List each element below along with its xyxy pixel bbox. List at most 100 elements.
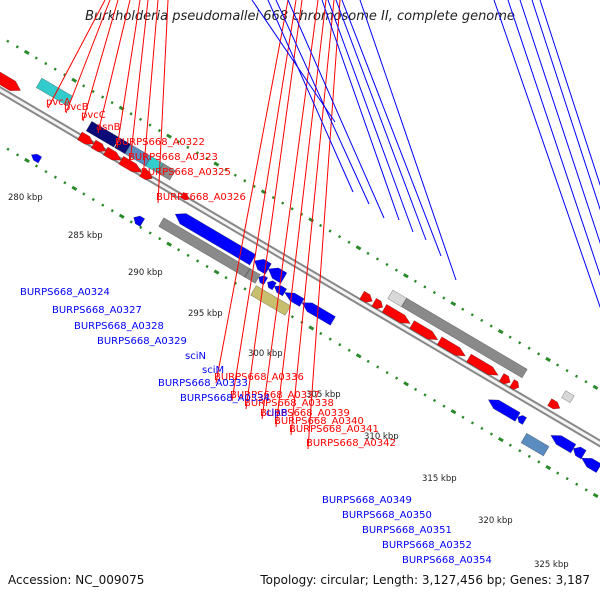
gene-label-forward: BURPS668_A0336 <box>214 372 304 383</box>
gene-blue <box>174 213 257 266</box>
leader-line <box>290 0 335 436</box>
gene-label-reverse: BURPS668_A0324 <box>20 287 110 298</box>
gene-red <box>118 155 143 173</box>
tick-inner <box>129 220 133 224</box>
tick-outer <box>252 184 256 189</box>
tick-inner <box>403 381 410 387</box>
gene-blue <box>254 258 272 275</box>
tick-inner <box>470 421 475 425</box>
tick-outer <box>480 318 484 323</box>
leader-line <box>97 0 131 134</box>
tick-inner <box>385 370 389 375</box>
scale-label: 315 kbp <box>422 474 457 484</box>
gene-label-forward: BURPS668_A0325 <box>141 167 231 178</box>
tick-inner <box>91 197 95 202</box>
tick-outer <box>555 363 560 367</box>
tick-inner <box>118 213 125 219</box>
tick-outer <box>413 279 417 283</box>
leader-line <box>287 0 385 219</box>
tick-inner <box>413 387 418 391</box>
scale-label: 300 kbp <box>248 349 283 359</box>
gene-label-reverse: BURPS668_A0333 <box>158 378 248 389</box>
tick-inner <box>213 269 220 275</box>
tick-inner <box>556 471 560 475</box>
tick-outer <box>6 39 10 43</box>
tick-inner <box>575 482 579 486</box>
tick-outer <box>195 151 199 155</box>
tick-outer <box>148 123 152 127</box>
tick-outer <box>574 374 579 378</box>
tick-outer <box>461 307 465 311</box>
tick-outer <box>205 156 209 161</box>
tick-inner <box>186 253 190 257</box>
tick-inner <box>148 231 152 235</box>
gene-label-forward: BURPS668_A0326 <box>156 192 246 203</box>
tick-inner <box>53 175 57 179</box>
gene-label-reverse: BURPS668_A0327 <box>52 305 142 316</box>
leader-line <box>245 0 303 410</box>
label-leaders <box>47 0 600 450</box>
gene-label-forward: BURPS668_A0342 <box>306 438 396 449</box>
tick-outer <box>402 273 409 279</box>
tick-inner <box>166 241 173 247</box>
tick-inner <box>177 248 181 252</box>
tick-inner <box>461 415 465 419</box>
scale-label: 280 kbp <box>8 193 43 203</box>
tick-outer <box>328 229 332 233</box>
gene-blue <box>581 457 600 474</box>
leader-line <box>157 0 169 204</box>
gene-label-forward: pvcB <box>64 102 89 113</box>
tick-inner <box>139 225 143 230</box>
tick-outer <box>385 262 389 267</box>
leader-line <box>275 0 370 205</box>
gene-label-forward: BURPS668_A0338 <box>244 398 334 409</box>
tick-outer <box>101 95 105 99</box>
gene-blue <box>487 399 521 422</box>
tick-outer <box>290 207 294 211</box>
gene-red <box>436 336 466 357</box>
tick-inner <box>205 264 209 269</box>
gene-cyan <box>35 77 74 107</box>
tick-outer <box>176 140 181 144</box>
tick-inner <box>71 185 78 191</box>
tick-inner <box>110 209 114 213</box>
leader-line <box>142 0 159 179</box>
tick-inner <box>319 331 323 336</box>
tick-inner <box>6 147 10 151</box>
tick-inner <box>537 460 541 464</box>
gene-red <box>547 398 561 410</box>
gene-label-reverse: sciN <box>185 351 206 362</box>
leader-line <box>231 0 297 402</box>
tick-outer <box>394 268 399 272</box>
tick-outer <box>166 133 172 139</box>
gene-label-reverse: BURPS668_A0349 <box>322 495 412 506</box>
tick-outer <box>34 56 38 60</box>
tick-marks <box>0 39 599 498</box>
gene-blue <box>30 153 43 164</box>
tick-inner <box>224 276 228 280</box>
tick-outer <box>450 301 457 307</box>
gene-label-reverse: clpB <box>266 408 288 419</box>
leader-line <box>251 0 336 123</box>
gene-label-forward: pvcA <box>46 97 71 108</box>
gene-blue <box>572 446 587 460</box>
tick-outer <box>129 112 133 116</box>
leader-line <box>531 0 600 211</box>
tick-outer <box>355 245 362 251</box>
gene-blue <box>267 280 277 291</box>
tick-outer <box>497 328 504 335</box>
tick-outer <box>442 296 446 300</box>
gene-red <box>466 353 499 376</box>
tick-inner <box>489 432 493 436</box>
gene-blue <box>133 215 146 227</box>
gene-red <box>180 191 190 200</box>
gene-label-reverse: BURPS668_A0351 <box>362 525 452 536</box>
gene-blue <box>301 302 336 326</box>
tick-inner <box>347 348 351 352</box>
tick-inner <box>518 449 522 453</box>
gene-blue <box>267 267 288 284</box>
tick-inner <box>395 376 399 380</box>
gene-red <box>359 290 373 303</box>
tick-outer <box>545 356 551 363</box>
